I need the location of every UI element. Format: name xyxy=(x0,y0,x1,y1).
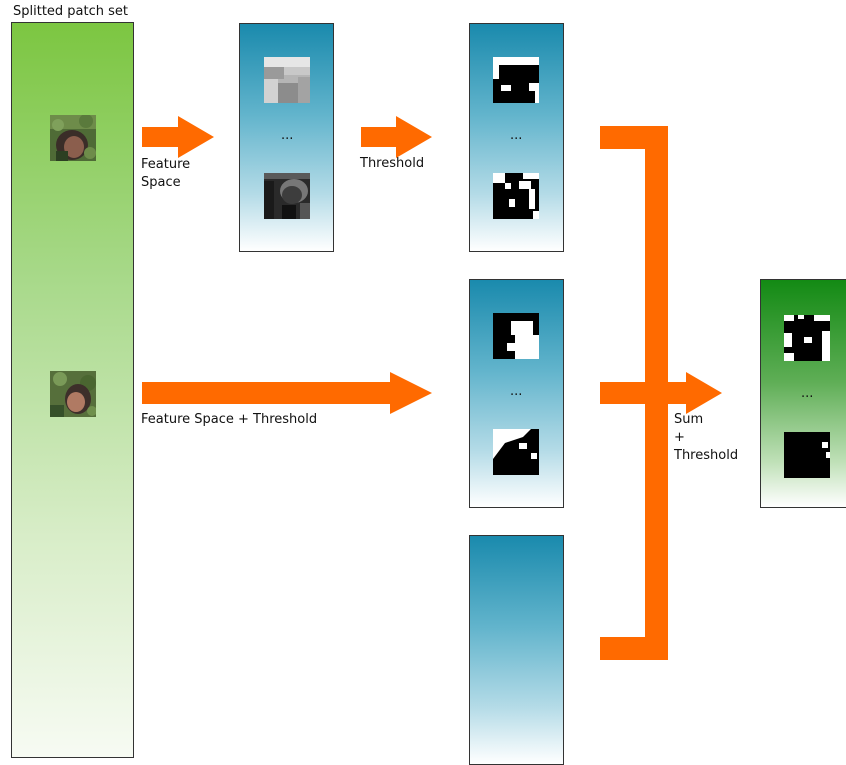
output-binary-patch-2 xyxy=(784,432,830,478)
binary-patch-2 xyxy=(493,173,539,219)
output-binary-patch-1 xyxy=(784,315,830,361)
face-patch-image-1 xyxy=(50,114,96,161)
ellipsis-feature-space-threshold: ... xyxy=(510,384,523,399)
binary-patch-4 xyxy=(493,429,539,475)
ellipsis-output: ... xyxy=(801,386,814,401)
gray-feature-patch-2 xyxy=(264,173,310,219)
binary-patch-1 xyxy=(493,57,539,103)
binary-patch-3 xyxy=(493,313,539,359)
arrow-feature-space xyxy=(142,116,214,158)
gray-feature-patch-1 xyxy=(264,57,310,103)
arrow-sum-threshold xyxy=(600,372,722,414)
label-feature-space-threshold: Feature Space + Threshold xyxy=(141,412,318,427)
arrow-threshold xyxy=(361,116,432,158)
ellipsis-threshold: ... xyxy=(510,128,523,143)
face-patch-image-2 xyxy=(50,371,97,417)
label-threshold: Threshold xyxy=(360,156,425,171)
label-feature-space: Feature Space xyxy=(141,157,191,190)
diagram-title: Splitted patch set xyxy=(13,4,129,19)
label-sum-threshold: Sum + Threshold xyxy=(674,412,739,463)
arrow-feature-space-threshold xyxy=(142,372,432,414)
additional-feature-column xyxy=(469,535,564,765)
ellipsis-feature-space: ... xyxy=(281,128,294,143)
sum-bracket xyxy=(600,126,668,660)
